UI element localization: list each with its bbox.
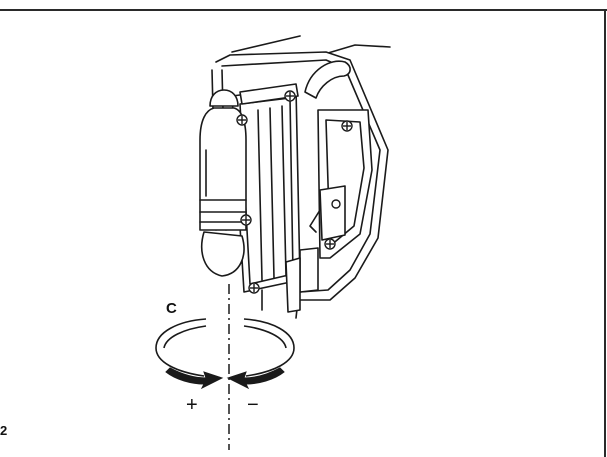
arrow-heads: [165, 367, 285, 390]
figure-number-label: 2: [0, 423, 8, 438]
machine-head: [199, 35, 391, 319]
minus-direction-label: −: [247, 394, 259, 416]
figure-border: [0, 9, 607, 457]
rotation-direction-label: C: [166, 300, 177, 317]
plus-direction-label: +: [186, 394, 198, 416]
screws: [236, 90, 353, 294]
rotation-arrows: [155, 318, 295, 377]
